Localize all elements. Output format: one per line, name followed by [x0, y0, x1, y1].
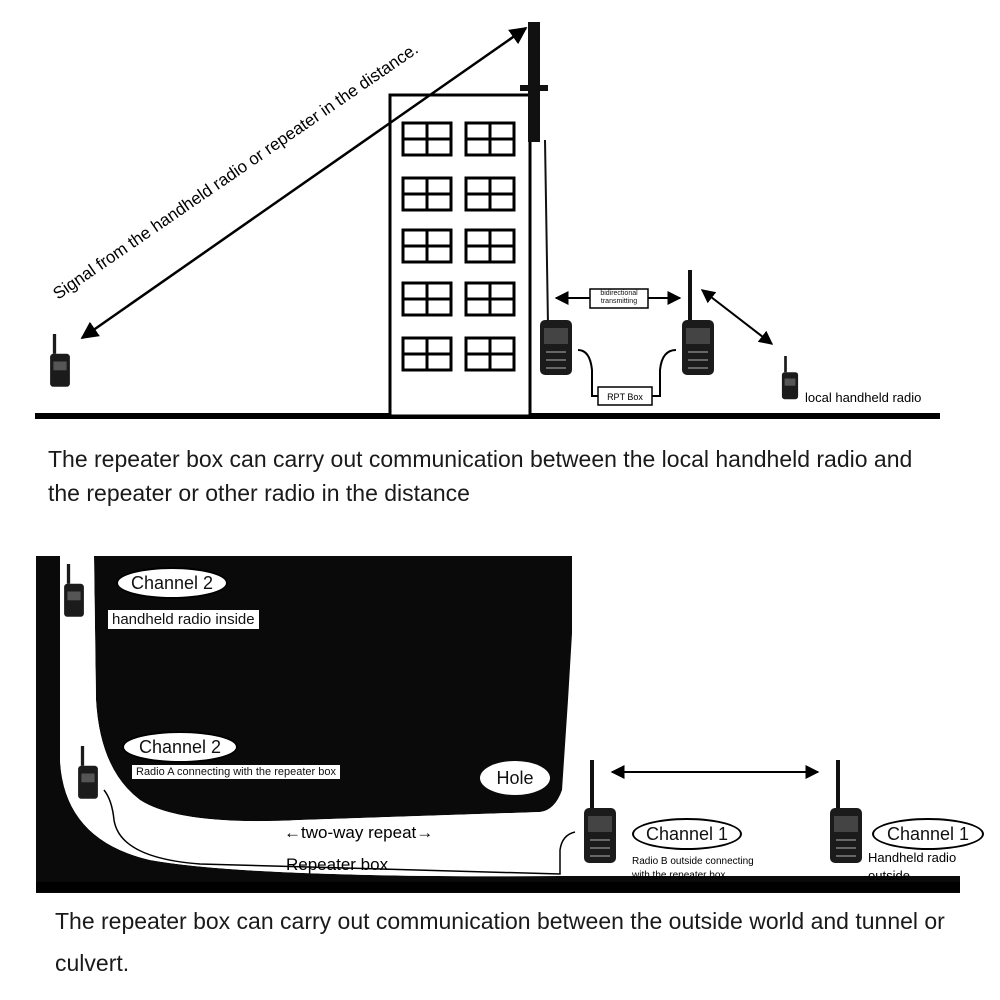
inside-radio-label: handheld radio inside [108, 610, 259, 629]
local-link-arrow [700, 289, 774, 345]
two-way-left-arrow-icon: ← [284, 823, 301, 842]
channel2-top-label: Channel 2 [130, 572, 214, 593]
bidirectional-box [589, 288, 649, 309]
channel1-left-label: Channel 1 [645, 823, 729, 844]
radio-b-label-2: with the repeater box [632, 870, 726, 881]
channel2-top-oval: Channel 2 [116, 567, 228, 599]
antenna [520, 22, 549, 326]
rpt-box-label: RPT Box [607, 392, 643, 402]
channel1-right-oval: Channel 1 [872, 818, 984, 850]
channel1-right-label: Channel 1 [886, 823, 970, 844]
bidirectional-label: bidirectional transmitting [600, 290, 638, 305]
local-radio-icon [780, 354, 800, 401]
channel2-mid-oval: Channel 2 [122, 731, 238, 763]
two-way-repeat: ←two-way repeat→ [282, 823, 436, 843]
radio-a-label: Radio A connecting with the repeater box [132, 765, 340, 779]
radio-b-label-1: Radio B outside connecting [632, 856, 754, 867]
outside-radio-icon [829, 807, 863, 864]
two-way-label: two-way repeat [301, 823, 417, 842]
channel2-mid-label: Channel 2 [138, 736, 222, 757]
repeater-box-label: Repeater box [286, 855, 389, 874]
distant-radio-icon [48, 332, 72, 389]
local-radio-label: local handheld radio [805, 390, 921, 405]
two-way-right-arrow-icon: → [416, 823, 434, 842]
top-caption: The repeater box can carry out communica… [48, 446, 913, 506]
tunnel-rock-left [36, 556, 960, 893]
bottom-caption: The repeater box can carry out communica… [55, 908, 945, 976]
signal-label: Signal from the handheld radio or repeat… [50, 39, 422, 303]
outside-area [572, 556, 960, 800]
outside-label-1: Handheld radio [868, 850, 957, 865]
outside-label-2: outside [868, 868, 910, 883]
tunnel-floor [60, 556, 960, 877]
repeater-radio-right-icon [681, 319, 715, 376]
building [388, 93, 532, 418]
rpt-box [597, 386, 653, 406]
radio-b-icon [583, 807, 617, 864]
hole-label: Hole [496, 767, 534, 788]
signal-arrow [80, 26, 528, 340]
channel1-left-oval: Channel 1 [632, 818, 742, 850]
repeater-radio-left-icon [539, 319, 573, 376]
hole-oval: Hole [480, 761, 550, 795]
